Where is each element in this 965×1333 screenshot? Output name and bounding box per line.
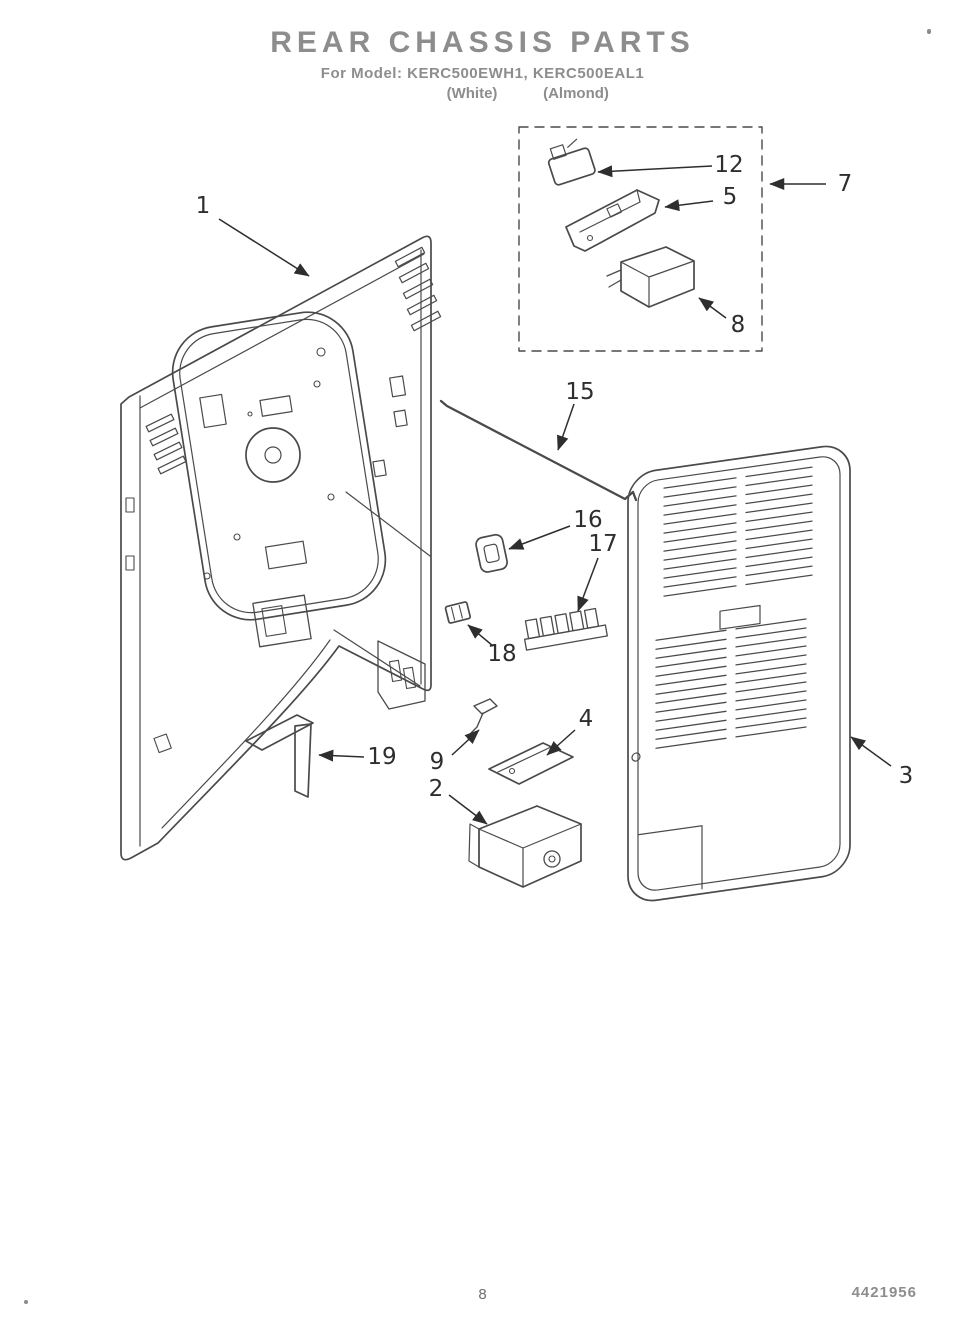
bracket-part-5 bbox=[565, 189, 660, 252]
callout-1: 1 bbox=[196, 193, 310, 277]
callout-3-arrow bbox=[850, 736, 892, 767]
rod-part-15 bbox=[439, 399, 638, 502]
model-line: For Model: KERC500EWH1, KERC500EAL1 bbox=[320, 65, 645, 82]
callout-3-label: 3 bbox=[899, 763, 914, 789]
callout-16-label: 16 bbox=[573, 507, 602, 533]
panel-crease-line bbox=[345, 491, 431, 557]
clip-part-18 bbox=[444, 601, 472, 624]
callout-18-arrow bbox=[467, 624, 494, 647]
scan-mark bbox=[927, 29, 931, 34]
callout-9-arrow bbox=[451, 729, 480, 756]
callout-1-arrow bbox=[218, 218, 310, 277]
callout-1-label: 1 bbox=[196, 193, 211, 219]
callout-9: 9 bbox=[430, 729, 480, 775]
callout-8-arrow bbox=[698, 297, 727, 319]
callout-8: 8 bbox=[698, 297, 746, 338]
callout-17-label: 17 bbox=[588, 531, 617, 557]
callout-18-label: 18 bbox=[487, 641, 516, 667]
callout-4: 4 bbox=[546, 706, 594, 756]
callout-15: 15 bbox=[557, 379, 595, 451]
chassis-panel bbox=[120, 235, 442, 861]
finish-line: (White) (Almond) bbox=[0, 85, 965, 105]
callout-4-arrow bbox=[546, 729, 576, 756]
callout-8-label: 8 bbox=[731, 312, 746, 338]
page-number: 8 bbox=[478, 1286, 487, 1303]
document-number: 4421956 bbox=[851, 1284, 917, 1301]
callout-7: 7 bbox=[769, 171, 853, 197]
page-title: REAR CHASSIS PARTS bbox=[270, 26, 695, 59]
rear-cover-panel bbox=[627, 445, 851, 902]
callout-12-label: 12 bbox=[714, 152, 743, 178]
finish-almond-label: (Almond) bbox=[543, 85, 609, 102]
callout-19: 19 bbox=[318, 744, 397, 770]
panel-bottom-notch bbox=[252, 594, 312, 648]
junction-box-part-2 bbox=[468, 805, 582, 888]
callout-17: 17 bbox=[577, 531, 618, 612]
callout-16-arrow bbox=[508, 525, 571, 550]
callout-5-label: 5 bbox=[723, 184, 738, 210]
callout-12-arrow bbox=[597, 165, 713, 178]
callout-2: 2 bbox=[429, 776, 488, 825]
callout-4-label: 4 bbox=[579, 706, 594, 732]
detail-dashed-box bbox=[518, 126, 763, 352]
terminal-block-part-17 bbox=[523, 607, 608, 651]
panel-opening bbox=[171, 311, 387, 621]
cover-plate-part-4 bbox=[488, 742, 574, 785]
callout-2-arrow bbox=[448, 794, 488, 825]
callout-18: 18 bbox=[467, 624, 517, 667]
callout-5: 5 bbox=[664, 184, 738, 212]
panel-vent-slots-top bbox=[394, 246, 442, 332]
panel-crease-line bbox=[333, 629, 421, 687]
grommet-part-9 bbox=[470, 698, 498, 734]
finish-white-label: (White) bbox=[446, 85, 498, 102]
panel-hole-large bbox=[245, 427, 301, 483]
callout-7-label: 7 bbox=[838, 171, 853, 197]
page-header: REAR CHASSIS PARTS For Model: KERC500EWH… bbox=[0, 26, 965, 105]
scan-mark bbox=[24, 1300, 28, 1304]
callout-9-label: 9 bbox=[430, 749, 445, 775]
callout-5-arrow bbox=[664, 199, 714, 212]
callout-3: 3 bbox=[850, 736, 914, 789]
panel-vent-slots-left bbox=[145, 413, 187, 475]
callout-15-label: 15 bbox=[565, 379, 594, 405]
panel-bottom-bracket bbox=[377, 640, 426, 710]
vent-grille-lower bbox=[655, 618, 807, 749]
callout-19-arrow bbox=[318, 749, 365, 762]
callout-17-arrow bbox=[577, 557, 599, 612]
clip-part-16 bbox=[475, 533, 508, 573]
callout-12: 12 bbox=[597, 152, 744, 178]
callout-15-arrow bbox=[557, 403, 575, 451]
vent-grille-upper bbox=[663, 466, 813, 597]
callout-16: 16 bbox=[508, 507, 603, 550]
callout-2-label: 2 bbox=[429, 776, 444, 802]
callout-19-label: 19 bbox=[367, 744, 396, 770]
switch-part-12 bbox=[547, 138, 596, 186]
bracket-part-19 bbox=[245, 714, 314, 798]
relay-part-8 bbox=[606, 246, 695, 308]
